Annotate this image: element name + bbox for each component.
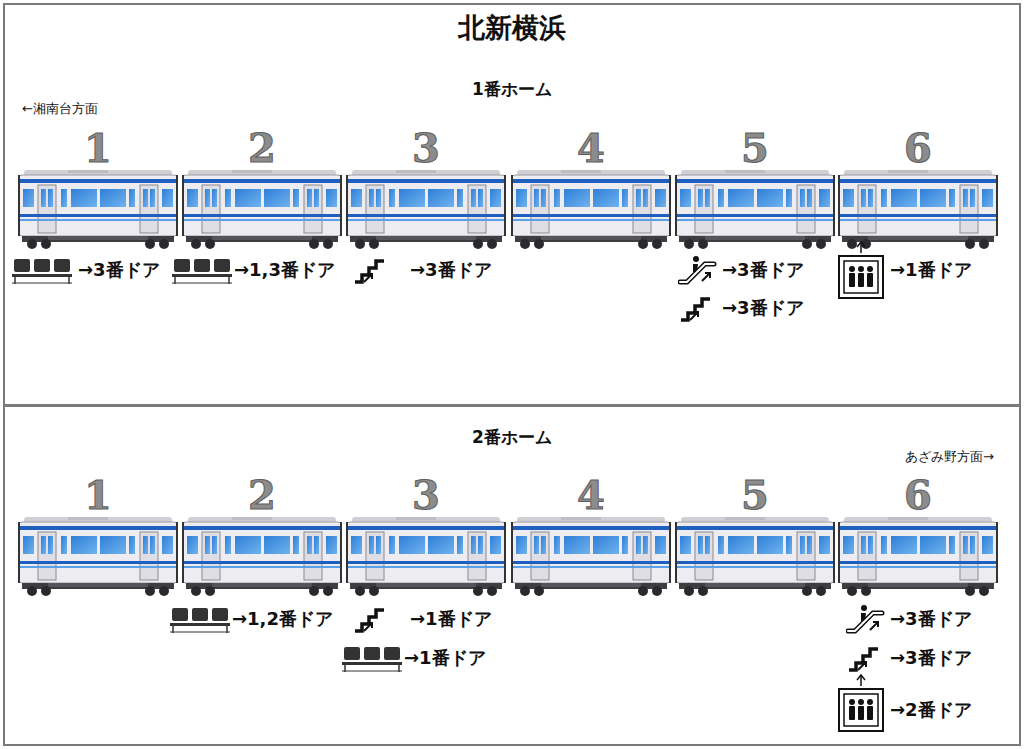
door-guide: →3番ドア	[410, 259, 492, 281]
train-car	[511, 169, 671, 249]
train-car	[18, 169, 178, 249]
bench-icon	[170, 608, 230, 633]
elevator-icon	[839, 256, 883, 298]
elevator-arrow	[857, 242, 865, 247]
train-car	[346, 516, 506, 596]
train-car	[346, 169, 506, 249]
station-title: 北新横浜	[458, 12, 566, 44]
train-car	[838, 516, 998, 596]
car-number: 6	[904, 471, 932, 519]
car-number: 6	[904, 124, 932, 172]
door-guide: →1,3番ドア	[234, 259, 335, 281]
train-car	[838, 169, 998, 249]
car-number: 3	[412, 471, 440, 519]
stairs-icon	[681, 299, 710, 320]
door-guide: →1番ドア	[410, 608, 492, 630]
car-number: 1	[84, 471, 112, 519]
car-number: 5	[741, 124, 769, 172]
door-guide: →3番ドア	[722, 297, 804, 319]
door-guide: →3番ドア	[78, 259, 160, 281]
platform-heading: 2番ホーム	[472, 427, 552, 447]
car-number: 1	[84, 124, 112, 172]
elevator-arrow	[860, 243, 862, 253]
stairs-icon	[355, 261, 384, 282]
elevator-arrow	[860, 676, 862, 686]
door-guide: →3番ドア	[890, 647, 972, 669]
platform-panel: 2番ホーム	[3, 405, 1021, 746]
train-car	[182, 516, 342, 596]
train-car	[18, 516, 178, 596]
direction-label: あざみ野方面→	[905, 449, 994, 465]
door-guide: →2番ドア	[890, 699, 972, 721]
platform-panel: 1番ホーム	[3, 3, 1021, 406]
bench-icon	[342, 647, 402, 672]
train-car	[182, 169, 342, 249]
direction-label: ←湘南台方面	[22, 101, 98, 117]
platform-heading: 1番ホーム	[472, 79, 552, 99]
escalator-icon	[680, 256, 714, 282]
door-guide: →1番ドア	[404, 647, 486, 669]
door-guide: →3番ドア	[722, 259, 804, 281]
car-number: 2	[248, 124, 276, 172]
door-guide: →1番ドア	[890, 259, 972, 281]
bench-icon	[172, 259, 232, 284]
train-car	[675, 169, 835, 249]
car-number: 4	[577, 471, 605, 519]
car-number: 2	[248, 471, 276, 519]
door-guide: →3番ドア	[890, 608, 972, 630]
stairs-icon	[849, 649, 878, 670]
car-number: 3	[412, 124, 440, 172]
elevator-icon	[839, 689, 883, 731]
elevator-arrow	[857, 675, 865, 680]
car-number: 5	[741, 471, 769, 519]
train-car	[675, 516, 835, 596]
bench-icon	[12, 259, 72, 284]
car-number: 4	[577, 124, 605, 172]
escalator-icon	[848, 605, 882, 631]
stairs-icon	[355, 610, 384, 631]
door-guide: →1,2番ドア	[232, 608, 333, 630]
train-car	[511, 516, 671, 596]
